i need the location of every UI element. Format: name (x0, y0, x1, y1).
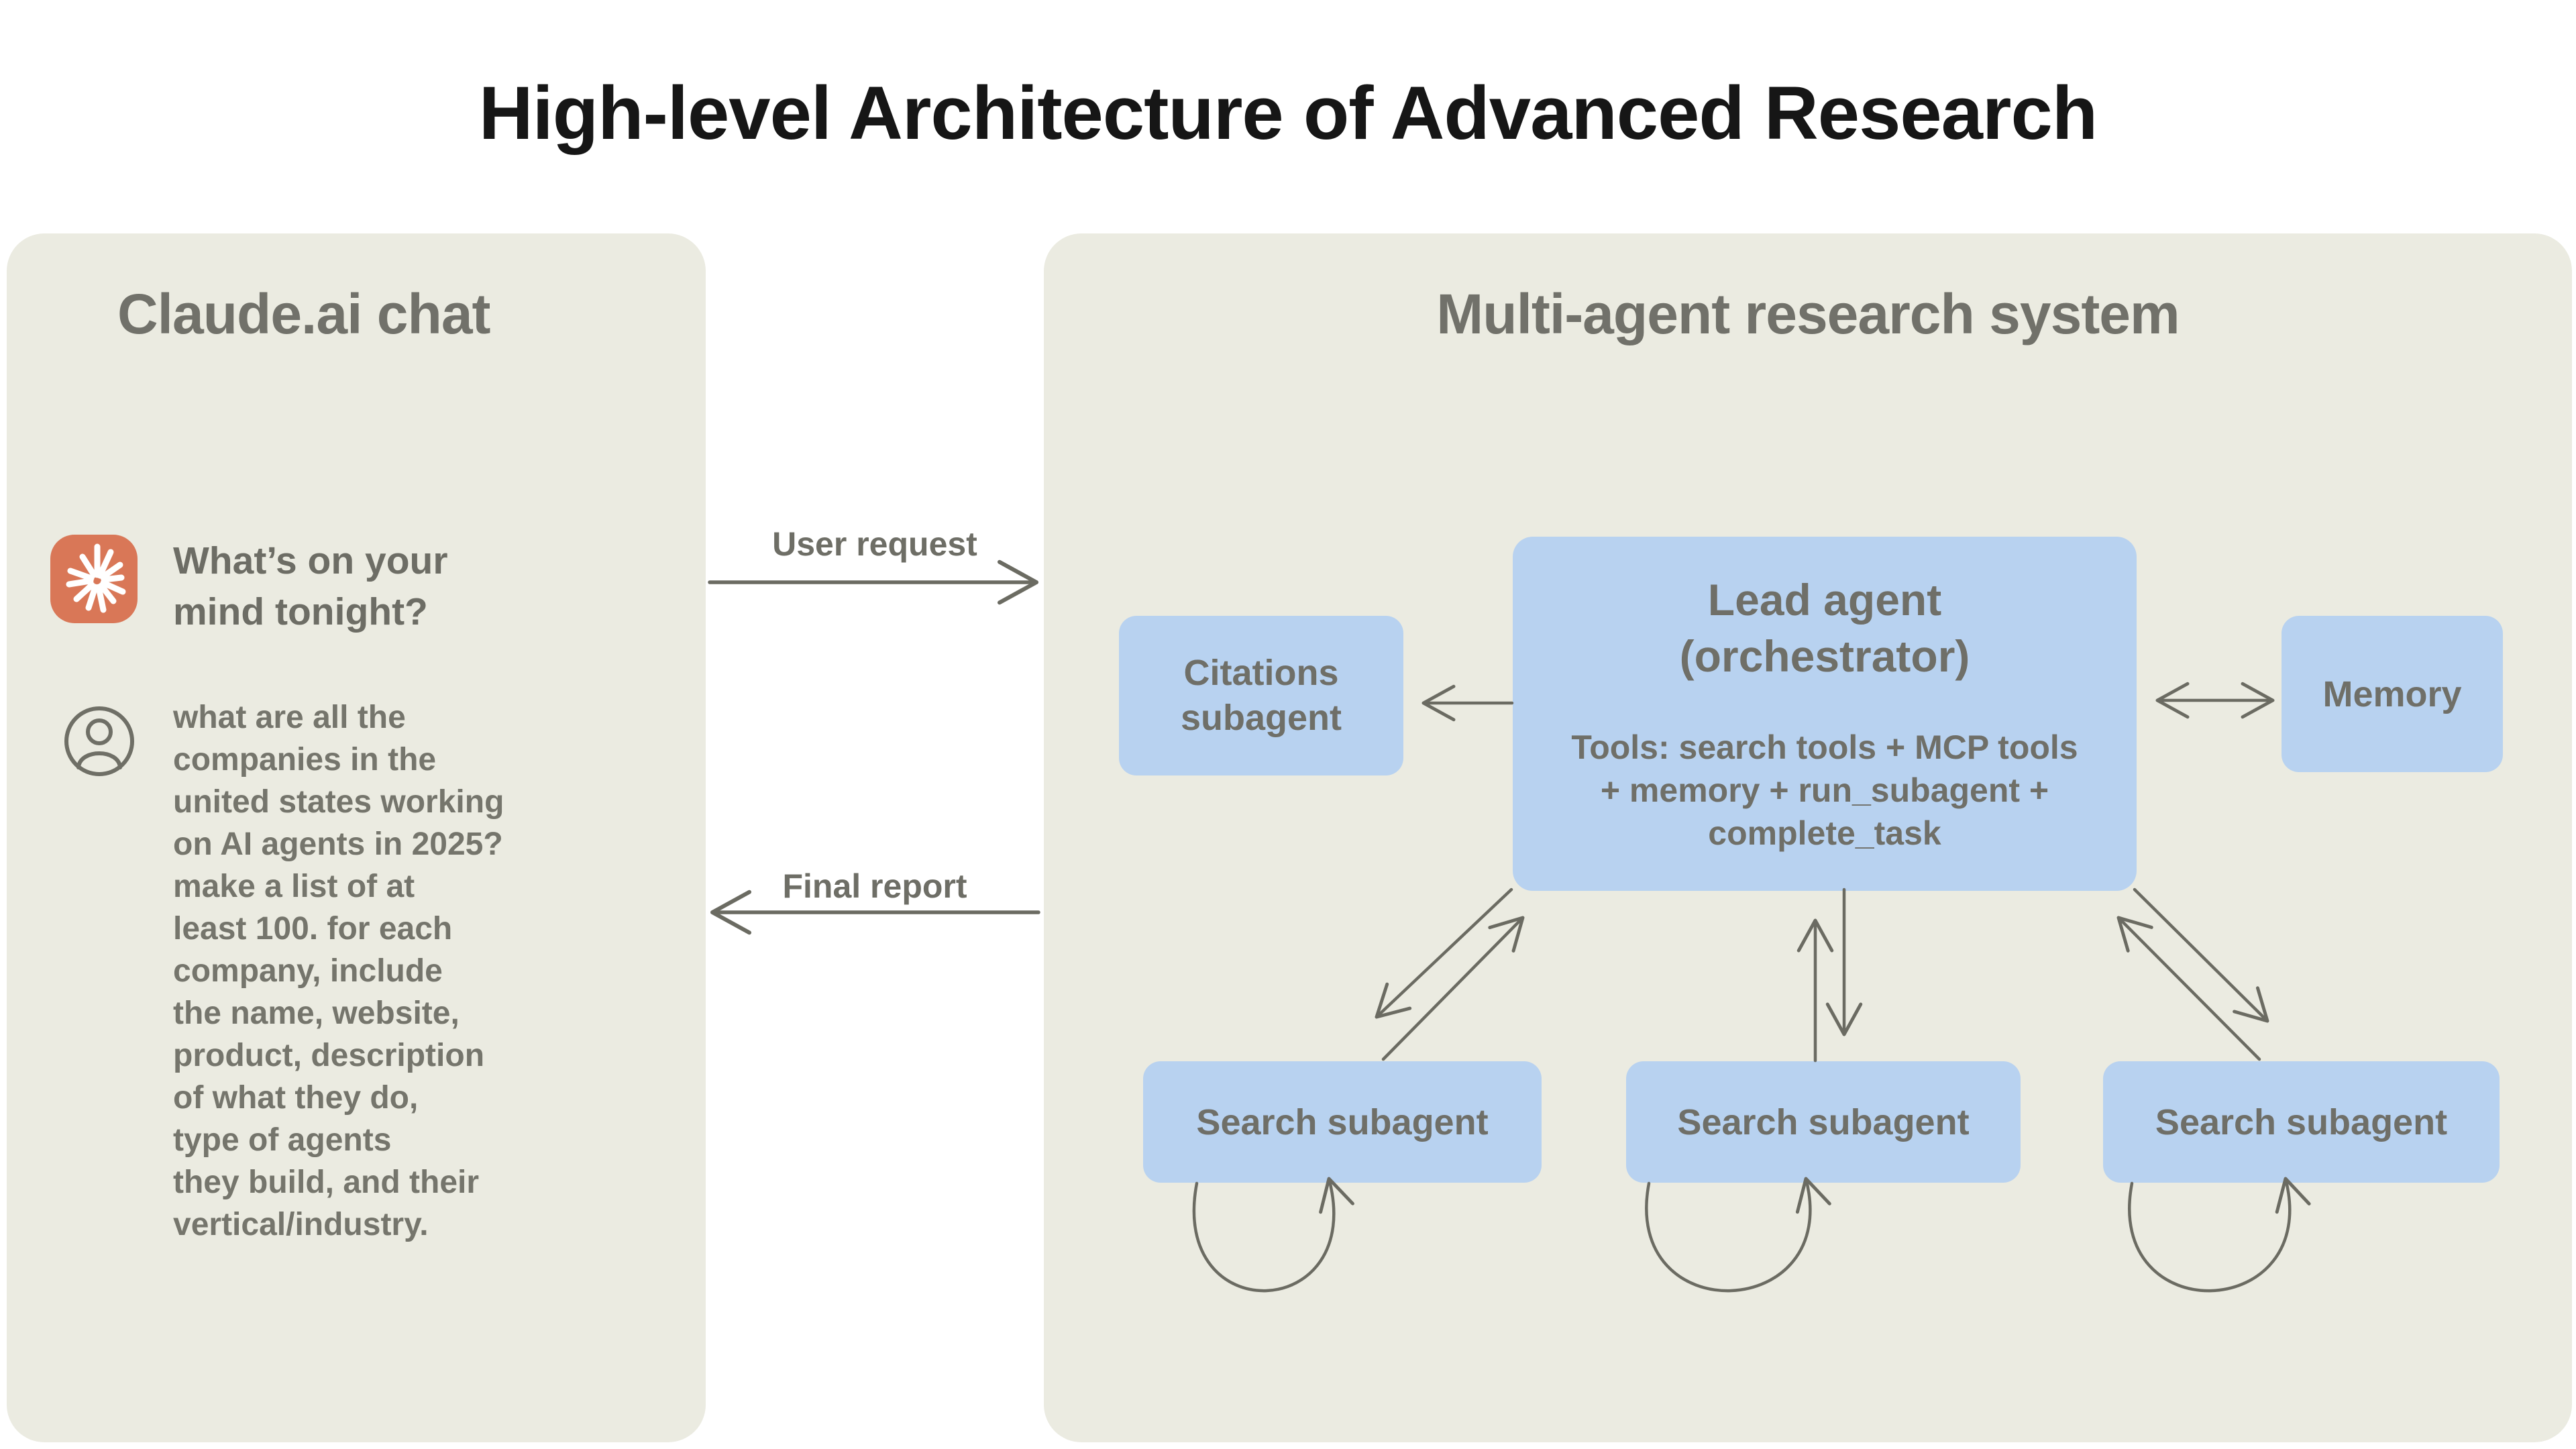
citations-subagent-line1: Citations (1183, 653, 1339, 693)
lead-agent-tools-line2: + memory + run_subagent + (1600, 771, 2049, 809)
claude-spark-icon (50, 535, 138, 623)
user-message-line: least 100. for each (173, 911, 453, 947)
search-subagent-box-2: Search subagent (1626, 1061, 2021, 1183)
search-subagent-label: Search subagent (1677, 1102, 1970, 1142)
user-message-line: on AI agents in 2025? (173, 826, 503, 862)
page-title: High-level Architecture of Advanced Rese… (478, 71, 2098, 155)
claude-chat-panel-title: Claude.ai chat (117, 282, 491, 345)
lead-agent-box (1513, 537, 2137, 891)
user-message-line: type of agents (173, 1122, 392, 1158)
claude-chat-panel (7, 233, 706, 1442)
lead-agent-tools: Tools: search tools + MCP tools + memory… (1513, 726, 2137, 855)
prompt-heading-line1: What’s on your (173, 539, 448, 582)
citations-subagent-line2: subagent (1180, 698, 1342, 738)
user-message-line: what are all the (173, 700, 406, 735)
user-request-label: User request (772, 525, 977, 563)
user-message: what are all the companies in the united… (173, 696, 504, 1246)
search-subagent-box-3: Search subagent (2103, 1061, 2500, 1183)
user-message-line: companies in the (173, 742, 437, 777)
final-report-label: Final report (782, 867, 967, 905)
user-message-line: company, include (173, 953, 443, 989)
lead-agent-title-line1: Lead agent (1707, 575, 1942, 625)
search-subagent-box-1: Search subagent (1143, 1061, 1542, 1183)
user-avatar-icon (64, 704, 135, 778)
user-message-line: the name, website, (173, 996, 460, 1031)
lead-agent-title-line2: (orchestrator) (1679, 631, 1970, 681)
user-message-line: make a list of at (173, 869, 415, 904)
memory-label: Memory (2322, 674, 2462, 714)
citations-subagent-box: Citations subagent (1119, 616, 1403, 775)
user-message-line: of what they do, (173, 1080, 419, 1116)
search-subagent-label: Search subagent (1196, 1102, 1489, 1142)
multi-agent-system-title: Multi-agent research system (1436, 282, 2180, 345)
prompt-heading-line2: mind tonight? (173, 590, 428, 633)
memory-box: Memory (2282, 616, 2503, 772)
lead-agent-tools-line3: complete_task (1708, 814, 1941, 852)
lead-agent-tools-line1: Tools: search tools + MCP tools (1571, 729, 2078, 766)
user-message-line: vertical/industry. (173, 1207, 429, 1242)
lead-agent-title: Lead agent (orchestrator) (1513, 572, 2137, 684)
user-message-line: product, description (173, 1038, 485, 1073)
search-subagent-label: Search subagent (2155, 1102, 2448, 1142)
user-message-line: united states working (173, 784, 504, 820)
user-message-line: they build, and their (173, 1165, 480, 1200)
prompt-heading: What’s on your mind tonight? (173, 535, 448, 637)
